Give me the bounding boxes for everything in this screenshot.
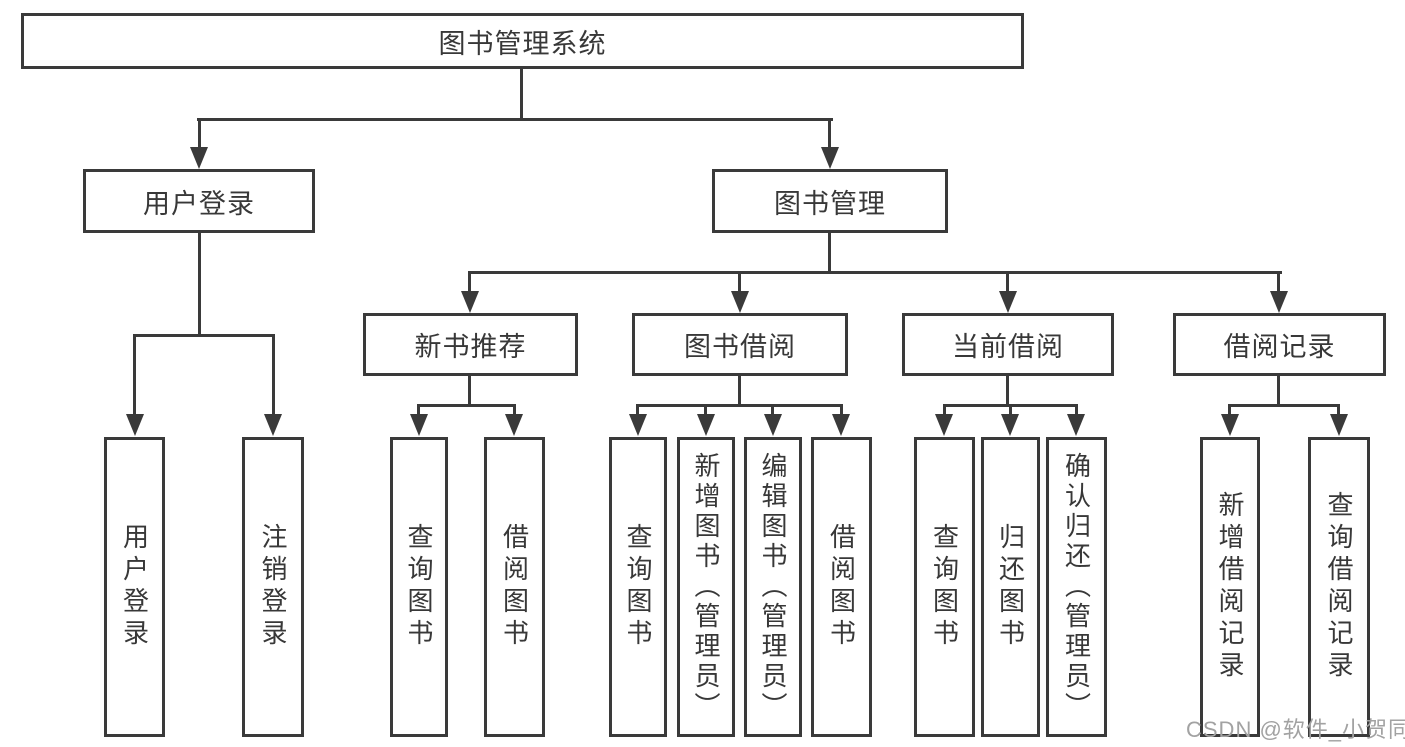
connector-leaf-stem: [1228, 407, 1231, 417]
leaf-add-borrow-record-label: 新增借阅记录: [1215, 491, 1245, 683]
node-user-login-label: 用户登录: [143, 188, 255, 219]
arrow-down-icon: [629, 414, 647, 436]
leaf-query-book-2-label: 查询图书: [623, 523, 653, 651]
node-root: 图书管理系统: [21, 13, 1024, 69]
leaf-query-book-3: 查询图书: [914, 437, 975, 737]
node-current-borrow-label: 当前借阅: [952, 332, 1064, 362]
arrow-down-icon: [461, 291, 479, 313]
leaf-borrow-book-1: 借阅图书: [484, 437, 545, 737]
leaf-add-book-admin-label: 新增图书（管理员）: [691, 452, 721, 722]
node-root-label: 图书管理系统: [438, 28, 607, 59]
arrow-down-icon: [1330, 414, 1348, 436]
arrow-down-icon: [126, 414, 144, 436]
connector-group3-rail: [943, 404, 1078, 407]
arrow-down-icon: [764, 414, 782, 436]
connector-stem-current-borrow: [1006, 274, 1009, 293]
connector-group2-rail: [636, 404, 843, 407]
node-user-login: 用户登录: [83, 169, 315, 233]
arrow-down-icon: [190, 147, 208, 169]
arrow-down-icon: [935, 414, 953, 436]
leaf-edit-book-admin: 编辑图书（管理员）: [744, 437, 802, 737]
leaf-add-book-admin: 新增图书（管理员）: [677, 437, 735, 737]
arrow-down-icon: [1001, 414, 1019, 436]
connector-book-management-rail: [468, 271, 1282, 274]
arrow-down-icon: [505, 414, 523, 436]
connector-leaf-stem: [1075, 407, 1078, 417]
connector-leaf-stem: [840, 407, 843, 417]
node-book-borrow-label: 图书借阅: [684, 332, 796, 362]
leaf-borrow-book-1-label: 借阅图书: [499, 523, 530, 651]
connector-group2-stem: [738, 376, 741, 407]
connector-group1-stem: [468, 376, 471, 407]
leaf-return-book-label: 归还图书: [995, 523, 1026, 651]
arrow-down-icon: [821, 147, 839, 169]
leaf-query-book-1-label: 查询图书: [404, 523, 434, 651]
connector-root-rail: [197, 118, 833, 121]
connector-group4-rail: [1228, 404, 1340, 407]
connector-leaf-stem: [1337, 407, 1340, 417]
leaf-borrow-book-2-label: 借阅图书: [826, 523, 857, 651]
leaf-query-book-2: 查询图书: [609, 437, 667, 737]
node-book-management-label: 图书管理: [774, 188, 886, 219]
arrow-down-icon: [832, 414, 850, 436]
leaf-logout: 注销登录: [242, 437, 304, 737]
leaf-query-borrow-record-label: 查询借阅记录: [1324, 491, 1354, 683]
leaf-user-login-label: 用户登录: [119, 523, 150, 651]
leaf-add-borrow-record: 新增借阅记录: [1200, 437, 1260, 737]
leaf-user-login: 用户登录: [104, 437, 165, 737]
connector-root-stem: [520, 69, 523, 119]
arrow-down-icon: [697, 414, 715, 436]
connector-leaf-stem: [704, 407, 707, 417]
arrow-down-icon: [1067, 414, 1085, 436]
leaf-logout-label: 注销登录: [258, 523, 288, 651]
leaf-query-book-1: 查询图书: [390, 437, 448, 737]
arrow-down-icon: [410, 414, 428, 436]
arrow-down-icon: [999, 291, 1017, 313]
connector-stem-book-management: [828, 121, 831, 149]
connector-group3-stem: [1006, 376, 1009, 407]
connector-leaf-stem: [417, 407, 420, 417]
connector-stem-logout: [272, 337, 275, 415]
connector-group1-rail: [417, 404, 516, 407]
connector-book-management-stem: [828, 233, 831, 274]
connector-stem-login: [133, 337, 136, 415]
node-current-borrow: 当前借阅: [902, 313, 1114, 376]
arrow-down-icon: [1221, 414, 1239, 436]
connector-stem-borrow-record: [1277, 274, 1280, 293]
connector-stem-new-book: [468, 274, 471, 293]
connector-leaf-stem: [943, 407, 946, 417]
node-borrow-record-label: 借阅记录: [1223, 332, 1336, 362]
arrow-down-icon: [264, 414, 282, 436]
arrow-down-icon: [1270, 291, 1288, 313]
leaf-return-book: 归还图书: [981, 437, 1040, 737]
connector-leaf-stem: [1009, 407, 1012, 417]
connector-leaf-stem: [513, 407, 516, 417]
csdn-watermark: CSDN @软件_小贺同学: [1186, 717, 1405, 742]
connector-leaf-stem: [771, 407, 774, 417]
connector-user-login-rail: [133, 334, 275, 337]
connector-stem-book-borrow: [738, 274, 741, 293]
node-borrow-record: 借阅记录: [1173, 313, 1386, 376]
node-new-book-recommend: 新书推荐: [363, 313, 578, 376]
leaf-confirm-return-admin: 确认归还（管理员）: [1046, 437, 1107, 737]
leaf-borrow-book-2: 借阅图书: [811, 437, 872, 737]
connector-user-login-stem: [198, 233, 201, 337]
leaf-confirm-return-admin-label: 确认归还（管理员）: [1061, 452, 1092, 722]
connector-group4-stem: [1277, 376, 1280, 407]
node-book-borrow: 图书借阅: [632, 313, 848, 376]
leaf-edit-book-admin-label: 编辑图书（管理员）: [758, 452, 788, 722]
leaf-query-book-3-label: 查询图书: [929, 523, 960, 651]
arrow-down-icon: [731, 291, 749, 313]
connector-stem-user-login: [198, 121, 201, 149]
node-book-management: 图书管理: [712, 169, 948, 233]
leaf-query-borrow-record: 查询借阅记录: [1308, 437, 1370, 737]
node-new-book-recommend-label: 新书推荐: [414, 332, 527, 362]
connector-leaf-stem: [636, 407, 639, 417]
